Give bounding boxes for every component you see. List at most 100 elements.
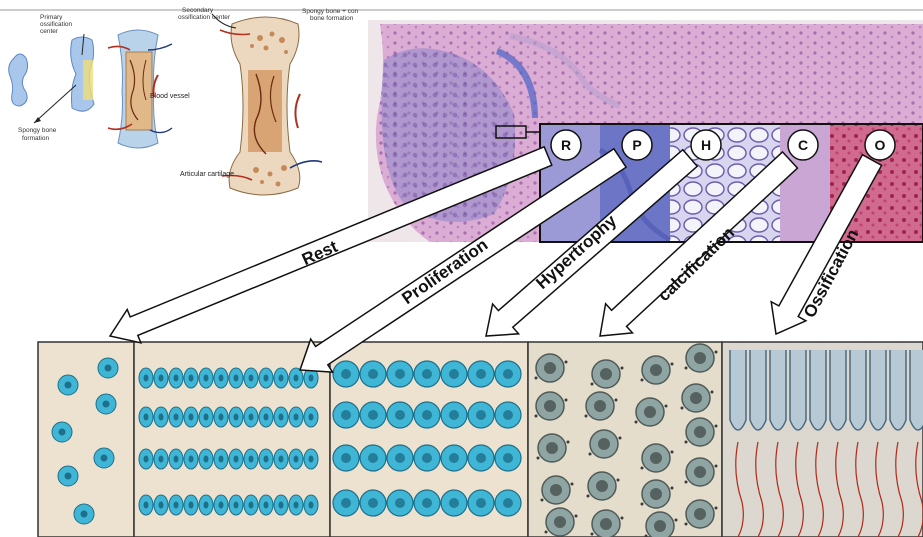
proliferating-cell-nucleus bbox=[174, 456, 179, 463]
proliferating-cell-nucleus bbox=[144, 456, 149, 463]
proliferating-cell-nucleus bbox=[159, 456, 164, 463]
proliferating-cell-nucleus bbox=[264, 414, 269, 421]
calcifying-cell-nucleus bbox=[694, 426, 706, 438]
svg-text:R: R bbox=[561, 137, 571, 153]
calcifying-cell-nucleus bbox=[600, 518, 612, 530]
hypertrophic-cell-nucleus bbox=[503, 453, 513, 463]
hypertrophic-cell-nucleus bbox=[476, 369, 486, 379]
hypertrophic-cell-nucleus bbox=[503, 410, 513, 420]
hypertrophic-cell-nucleus bbox=[449, 498, 459, 508]
svg-text:H: H bbox=[701, 137, 711, 153]
hypertrophic-cell-nucleus bbox=[395, 369, 405, 379]
proliferating-cell-nucleus bbox=[219, 456, 224, 463]
hypertrophic-cell-nucleus bbox=[449, 369, 459, 379]
proliferating-cell-nucleus bbox=[249, 456, 254, 463]
trabecula bbox=[910, 350, 923, 430]
hypertrophic-cell-nucleus bbox=[503, 369, 513, 379]
proliferating-cell-nucleus bbox=[189, 414, 194, 421]
hypertrophic-cell-nucleus bbox=[449, 453, 459, 463]
rest-cell-nucleus bbox=[105, 365, 112, 372]
calcifying-cell-nucleus bbox=[598, 438, 610, 450]
calcifying-cell-nucleus bbox=[544, 400, 556, 412]
proliferating-cell-nucleus bbox=[159, 502, 164, 509]
blood-vessel-label: Blood vessel bbox=[150, 93, 190, 100]
calcifying-cell-nucleus bbox=[690, 392, 702, 404]
trabecula bbox=[830, 350, 846, 430]
proliferating-cell-nucleus bbox=[204, 414, 209, 421]
trabecula bbox=[790, 350, 806, 430]
hypertrophic-cell-nucleus bbox=[449, 410, 459, 420]
proliferating-cell-nucleus bbox=[279, 414, 284, 421]
trabecula bbox=[870, 350, 886, 430]
trabecula bbox=[850, 350, 866, 430]
hypertrophic-cell-nucleus bbox=[395, 498, 405, 508]
zone-marker-r: R bbox=[551, 130, 581, 160]
hypertrophic-cell-nucleus bbox=[341, 453, 351, 463]
rest-cell-nucleus bbox=[103, 401, 110, 408]
proliferating-cell-nucleus bbox=[249, 414, 254, 421]
hypertrophic-cell-nucleus bbox=[395, 453, 405, 463]
svg-text:P: P bbox=[632, 137, 641, 153]
calcifying-cell-nucleus bbox=[650, 364, 662, 376]
proliferating-cell-nucleus bbox=[204, 456, 209, 463]
spongy-bone-pointer bbox=[34, 85, 76, 123]
proliferating-cell-nucleus bbox=[204, 375, 209, 382]
hypertrophic-cell-nucleus bbox=[368, 453, 378, 463]
rest-cell-nucleus bbox=[65, 473, 72, 480]
calcifying-cell-nucleus bbox=[694, 466, 706, 478]
proliferating-cell-nucleus bbox=[234, 502, 239, 509]
proliferating-cell-nucleus bbox=[279, 375, 284, 382]
proliferating-cell-nucleus bbox=[219, 375, 224, 382]
proliferating-cell-nucleus bbox=[219, 414, 224, 421]
proliferating-cell-nucleus bbox=[174, 502, 179, 509]
proliferating-cell-nucleus bbox=[294, 414, 299, 421]
proliferating-cell-nucleus bbox=[234, 414, 239, 421]
svg-text:O: O bbox=[875, 137, 886, 153]
trabecula bbox=[730, 350, 746, 430]
proliferating-cell-nucleus bbox=[144, 414, 149, 421]
proliferating-cell-nucleus bbox=[294, 502, 299, 509]
calcifying-cell-nucleus bbox=[594, 400, 606, 412]
primary-center-label: Primaryossificationcenter bbox=[40, 14, 73, 35]
proliferating-cell-nucleus bbox=[279, 456, 284, 463]
proliferating-cell-nucleus bbox=[264, 375, 269, 382]
rest-cell-nucleus bbox=[81, 511, 88, 518]
proliferating-cell-nucleus bbox=[174, 375, 179, 382]
proliferating-cell-nucleus bbox=[144, 375, 149, 382]
proliferating-cell-nucleus bbox=[189, 456, 194, 463]
trabecula bbox=[810, 350, 826, 430]
trabecula bbox=[770, 350, 786, 430]
proliferating-cell-nucleus bbox=[204, 502, 209, 509]
hypertrophic-cell-nucleus bbox=[368, 369, 378, 379]
hypertrophic-cell-nucleus bbox=[422, 369, 432, 379]
proliferating-cell-nucleus bbox=[264, 502, 269, 509]
calcifying-cell-nucleus bbox=[546, 442, 558, 454]
rest-cell-nucleus bbox=[59, 429, 66, 436]
hypertrophic-cell-nucleus bbox=[476, 410, 486, 420]
proliferating-cell-nucleus bbox=[249, 502, 254, 509]
hypertrophic-cell-nucleus bbox=[341, 369, 351, 379]
proliferating-cell-nucleus bbox=[174, 414, 179, 421]
rest-cell-nucleus bbox=[65, 382, 72, 389]
proliferating-cell-nucleus bbox=[234, 375, 239, 382]
calcifying-cell-nucleus bbox=[596, 480, 608, 492]
zone-marker-h: H bbox=[691, 130, 721, 160]
trabecula bbox=[890, 350, 906, 430]
proliferating-cell-nucleus bbox=[309, 502, 314, 509]
proliferating-cell-nucleus bbox=[309, 375, 314, 382]
proliferating-cell-nucleus bbox=[309, 414, 314, 421]
proliferating-cell-nucleus bbox=[234, 456, 239, 463]
zone-label-rest: Rest bbox=[299, 237, 341, 269]
hypertrophic-cell-nucleus bbox=[422, 410, 432, 420]
proliferating-cell-nucleus bbox=[144, 502, 149, 509]
calcifying-cell-nucleus bbox=[650, 488, 662, 500]
proliferating-cell-nucleus bbox=[264, 456, 269, 463]
calcifying-cell-nucleus bbox=[694, 352, 706, 364]
proliferating-cell-nucleus bbox=[294, 456, 299, 463]
hypertrophic-cell-nucleus bbox=[341, 410, 351, 420]
cartilage-model bbox=[9, 54, 28, 106]
